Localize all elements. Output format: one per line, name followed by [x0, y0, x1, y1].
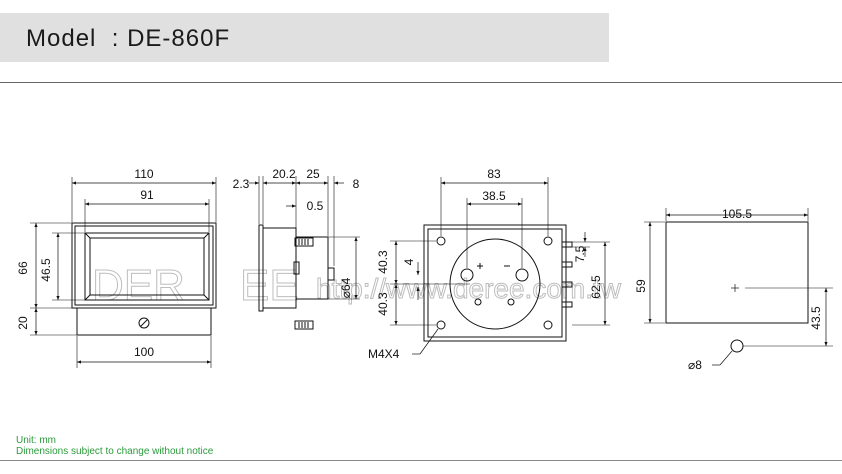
- front-width-label: 110: [134, 167, 153, 181]
- hole-diameter-label: ⌀8: [688, 358, 702, 372]
- side-d4-label: 8: [353, 177, 360, 191]
- front-bezel: [74, 225, 214, 306]
- front-base-height-label: 20: [16, 316, 30, 330]
- side-terminal: [327, 267, 335, 281]
- rear-right-b-label: 62.5: [589, 275, 603, 299]
- footer-notes: Unit: mm Dimensions subject to change wi…: [16, 435, 213, 457]
- screw-bottom-left: [436, 320, 446, 330]
- side-clip: [293, 261, 300, 275]
- bottom-divider: [0, 460, 842, 461]
- terminal-negative: [515, 268, 529, 282]
- side-terminal-top: [294, 237, 314, 247]
- watermark-brand-b: EE: [240, 261, 299, 310]
- side-terminal-bottom: [294, 320, 314, 330]
- watermark: DER EE http://www.deree.com.tw: [92, 261, 623, 311]
- page-title: Model : DE-860F: [26, 25, 230, 53]
- cutout-height-label: 59: [634, 279, 648, 293]
- rear-view: [390, 177, 610, 355]
- front-inner-width-label: 91: [140, 188, 154, 202]
- model-name: DE-860F: [127, 25, 231, 52]
- panel-cutout: [665, 221, 809, 324]
- watermark-url: http://www.deree.com.tw: [316, 273, 622, 304]
- side-d2-label: 20.2: [272, 167, 296, 181]
- rear-lower-label: 40.3: [376, 292, 390, 316]
- side-d1-label: 2.3: [233, 177, 250, 191]
- screw-top-left: [436, 236, 446, 246]
- side-diameter-label: ⌀64: [339, 277, 353, 298]
- front-window-height-label: 46.5: [39, 258, 53, 282]
- screw-bottom-right: [543, 320, 553, 330]
- rear-offset-label: 4: [402, 258, 416, 265]
- cutout-view: [644, 208, 833, 366]
- top-divider: [0, 82, 842, 83]
- screw-top-right: [543, 236, 553, 246]
- rear-stud-left: [474, 298, 482, 306]
- title-separator: :: [111, 25, 120, 52]
- rear-outer-frame: [423, 224, 567, 342]
- side-d3-label: 25: [306, 167, 320, 181]
- front-window: [89, 237, 205, 296]
- title-bar: [0, 13, 609, 62]
- rear-upper-label: 40.3: [376, 250, 390, 274]
- front-view: [30, 177, 217, 368]
- front-height-label: 66: [16, 261, 30, 275]
- terminal-positive: [460, 268, 474, 282]
- rear-width-label: 83: [487, 167, 501, 181]
- unit-note: Unit: mm: [16, 435, 56, 446]
- front-window-frame: [84, 232, 210, 301]
- watermark-brand-a: DER: [92, 261, 185, 310]
- zero-adjust-screw: [138, 317, 150, 329]
- rear-stud-right: [507, 298, 515, 306]
- mounting-hole: [730, 339, 744, 353]
- hole-offset-label: 43.5: [809, 306, 823, 330]
- rear-screw-label: M4X4: [368, 347, 400, 361]
- rear-right-a-label: 7.5: [573, 245, 587, 262]
- front-base: [76, 307, 212, 336]
- change-notice: Dimensions subject to change without not…: [16, 446, 214, 457]
- rear-inner-width-label: 38.5: [482, 189, 506, 203]
- cutout-width-label: 105.5: [722, 207, 752, 221]
- front-base-width-label: 100: [134, 345, 154, 359]
- side-d5-label: 0.5: [307, 199, 324, 213]
- side-view: [249, 176, 360, 330]
- title-label: Model: [26, 25, 97, 52]
